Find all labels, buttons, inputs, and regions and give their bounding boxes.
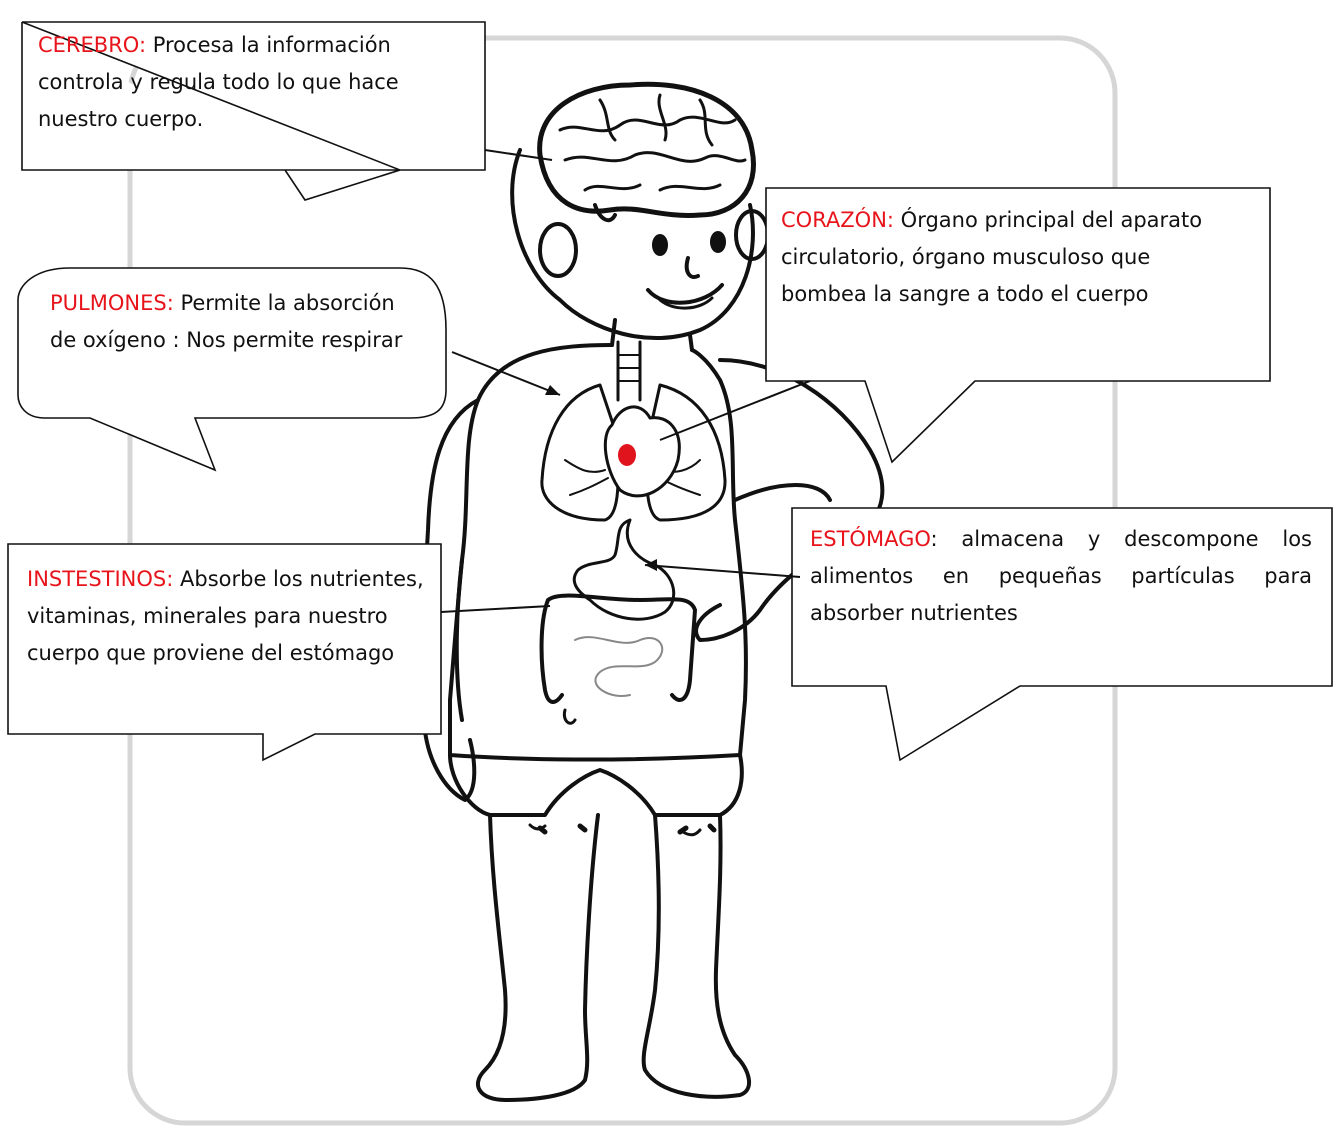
cerebro-term: CEREBRO: <box>38 33 146 57</box>
callout-pulmones: PULMONES: Permite la absorción de oxígen… <box>50 285 410 359</box>
callout-estomago: ESTÓMAGO: almacena y descompone los alim… <box>810 521 1312 632</box>
pulmones-term: PULMONES: <box>50 291 174 315</box>
callout-cerebro: CEREBRO: Procesa la información controla… <box>38 27 458 138</box>
callout-corazon: CORAZÓN: Órgano principal del aparato ci… <box>781 202 1231 313</box>
intestinos-term: INSTESTINOS: <box>27 567 173 591</box>
corazon-term: CORAZÓN: <box>781 208 894 232</box>
brain <box>540 84 754 215</box>
right-eye <box>712 233 724 251</box>
heart-red-spot <box>618 444 636 466</box>
callout-intestinos: INSTESTINOS: Absorbe los nutrientes, vit… <box>27 561 427 672</box>
estomago-term: ESTÓMAGO <box>810 527 931 551</box>
left-eye <box>654 236 666 254</box>
